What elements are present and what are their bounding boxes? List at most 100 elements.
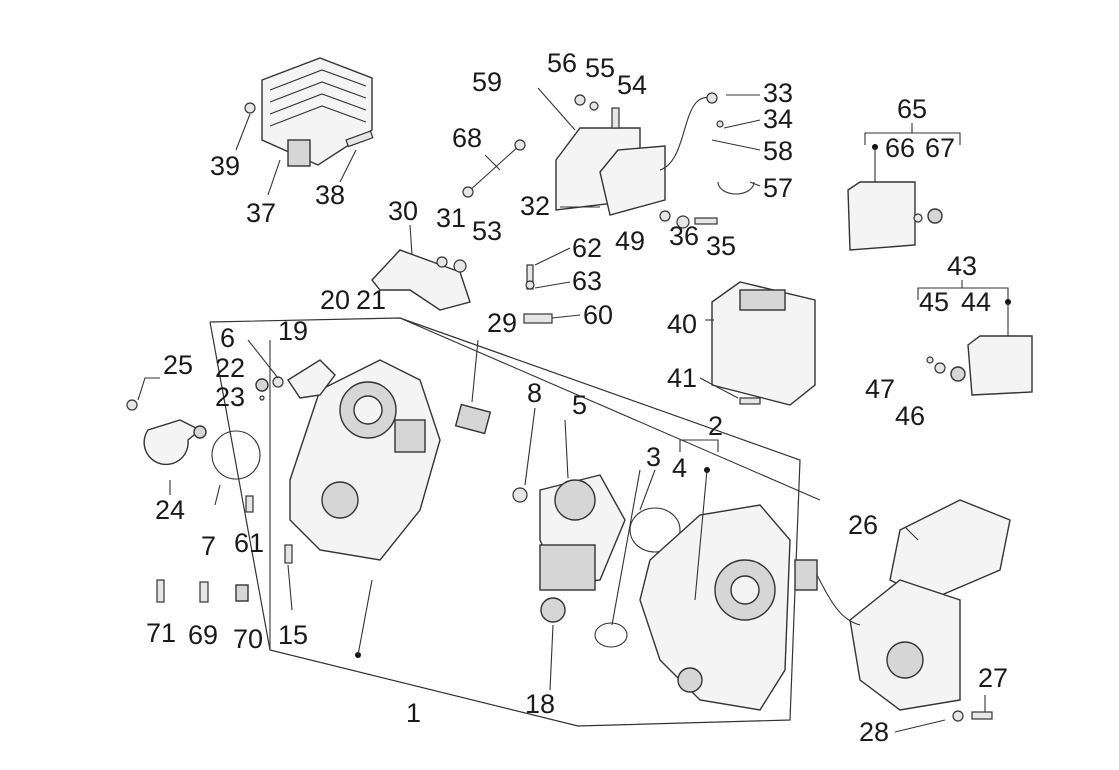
washer-part-34	[716, 120, 724, 128]
callout-37: 37	[246, 198, 277, 228]
callout-18: 18	[525, 689, 556, 719]
callout-58: 58	[763, 136, 794, 166]
callout-71: 71	[146, 618, 177, 648]
callout-65: 65	[897, 94, 928, 124]
callout-62: 62	[572, 233, 603, 263]
callout-30: 30	[388, 196, 419, 226]
ground-cable-part-68	[467, 144, 521, 193]
washer-part-28	[952, 710, 964, 722]
callout-66: 66	[885, 133, 916, 163]
nut-part-39	[244, 102, 256, 114]
right-housing-half	[639, 504, 791, 711]
callout-57: 57	[763, 173, 794, 203]
callout-56: 56	[547, 48, 578, 78]
callout-23: 23	[215, 382, 246, 412]
callout-28: 28	[859, 717, 890, 747]
callout-2: 2	[708, 411, 724, 441]
callout-32: 32	[520, 191, 551, 221]
callout-60: 60	[583, 300, 614, 330]
callout-25: 25	[163, 350, 194, 380]
clip-part-70	[235, 584, 249, 602]
callout-26: 26	[848, 510, 879, 540]
callout-63: 63	[572, 266, 603, 296]
callout-68: 68	[452, 123, 483, 153]
bracket-part-30	[371, 249, 471, 311]
bush-part-67	[927, 208, 943, 224]
screw-part-25	[126, 399, 138, 411]
callout-41: 41	[667, 363, 698, 393]
washer-part-36	[676, 215, 690, 229]
bearing-part-3	[594, 622, 628, 648]
module-part-65	[847, 181, 916, 251]
bearing-part-4	[629, 507, 681, 553]
callout-53: 53	[472, 216, 503, 246]
callout-49: 49	[615, 226, 646, 256]
screw-part-54	[611, 107, 620, 129]
screw-part-27	[971, 711, 993, 720]
callout-4: 4	[672, 453, 688, 483]
control-unit-part-32	[555, 92, 718, 216]
callout-1: 1	[406, 698, 422, 728]
screw-part-35	[694, 217, 718, 225]
callout-7: 7	[201, 531, 217, 561]
seal-part-8	[512, 487, 528, 503]
washer-part-6	[272, 376, 284, 388]
boot-part-19	[287, 359, 336, 399]
left-housing-half	[289, 359, 441, 561]
callout-43: 43	[947, 251, 978, 281]
screw-part-31	[436, 256, 448, 268]
gasket-part-7	[211, 430, 261, 480]
screw-part-69	[199, 581, 209, 603]
washer-part-63	[525, 280, 535, 290]
gear-part-18	[540, 597, 566, 623]
callout-15: 15	[278, 620, 309, 650]
callout-55: 55	[585, 53, 616, 83]
callout-3: 3	[646, 442, 662, 472]
callout-45: 45	[919, 287, 950, 317]
gear-assembly-part-5	[539, 474, 626, 591]
callout-46: 46	[895, 401, 926, 431]
callout-38: 38	[315, 180, 346, 210]
nut-part-56	[574, 94, 586, 106]
callout-20: 20	[320, 285, 351, 315]
clamp-part-57	[717, 181, 755, 195]
sensor-part-60	[523, 313, 553, 324]
screw-part-38	[345, 130, 374, 148]
callout-24: 24	[155, 495, 186, 525]
callout-5: 5	[572, 390, 588, 420]
nut-part-53	[453, 259, 467, 273]
motor-part-26	[794, 499, 1011, 711]
bush-part-44	[950, 366, 966, 382]
callout-67: 67	[925, 133, 956, 163]
screw-part-71	[156, 579, 165, 603]
callout-21: 21	[356, 285, 387, 315]
washer-part-49	[659, 210, 671, 222]
callout-6: 6	[220, 323, 236, 353]
callout-33: 33	[763, 78, 794, 108]
nut-part-22	[255, 378, 269, 392]
callout-61: 61	[234, 528, 265, 558]
callout-8: 8	[527, 378, 543, 408]
screw-part-15	[284, 544, 293, 564]
screw-part-41	[739, 397, 761, 405]
sensor-part-24	[143, 419, 202, 466]
callout-44: 44	[961, 287, 992, 317]
callout-31: 31	[436, 203, 467, 233]
callout-54: 54	[617, 70, 648, 100]
callout-36: 36	[669, 221, 700, 251]
washer-part-47	[926, 356, 934, 364]
washer-part-55	[589, 101, 599, 111]
pad-part-29	[454, 403, 492, 435]
callout-19: 19	[278, 316, 309, 346]
callout-29: 29	[487, 308, 518, 338]
pin-part-66	[913, 213, 923, 223]
callout-34: 34	[763, 104, 794, 134]
callout-59: 59	[472, 67, 503, 97]
callout-35: 35	[706, 231, 737, 261]
ecu-part-40	[711, 281, 816, 406]
callout-47: 47	[865, 374, 896, 404]
module-part-43	[967, 335, 1033, 396]
washer-part-46	[934, 362, 946, 374]
screw-part-61	[245, 495, 254, 513]
